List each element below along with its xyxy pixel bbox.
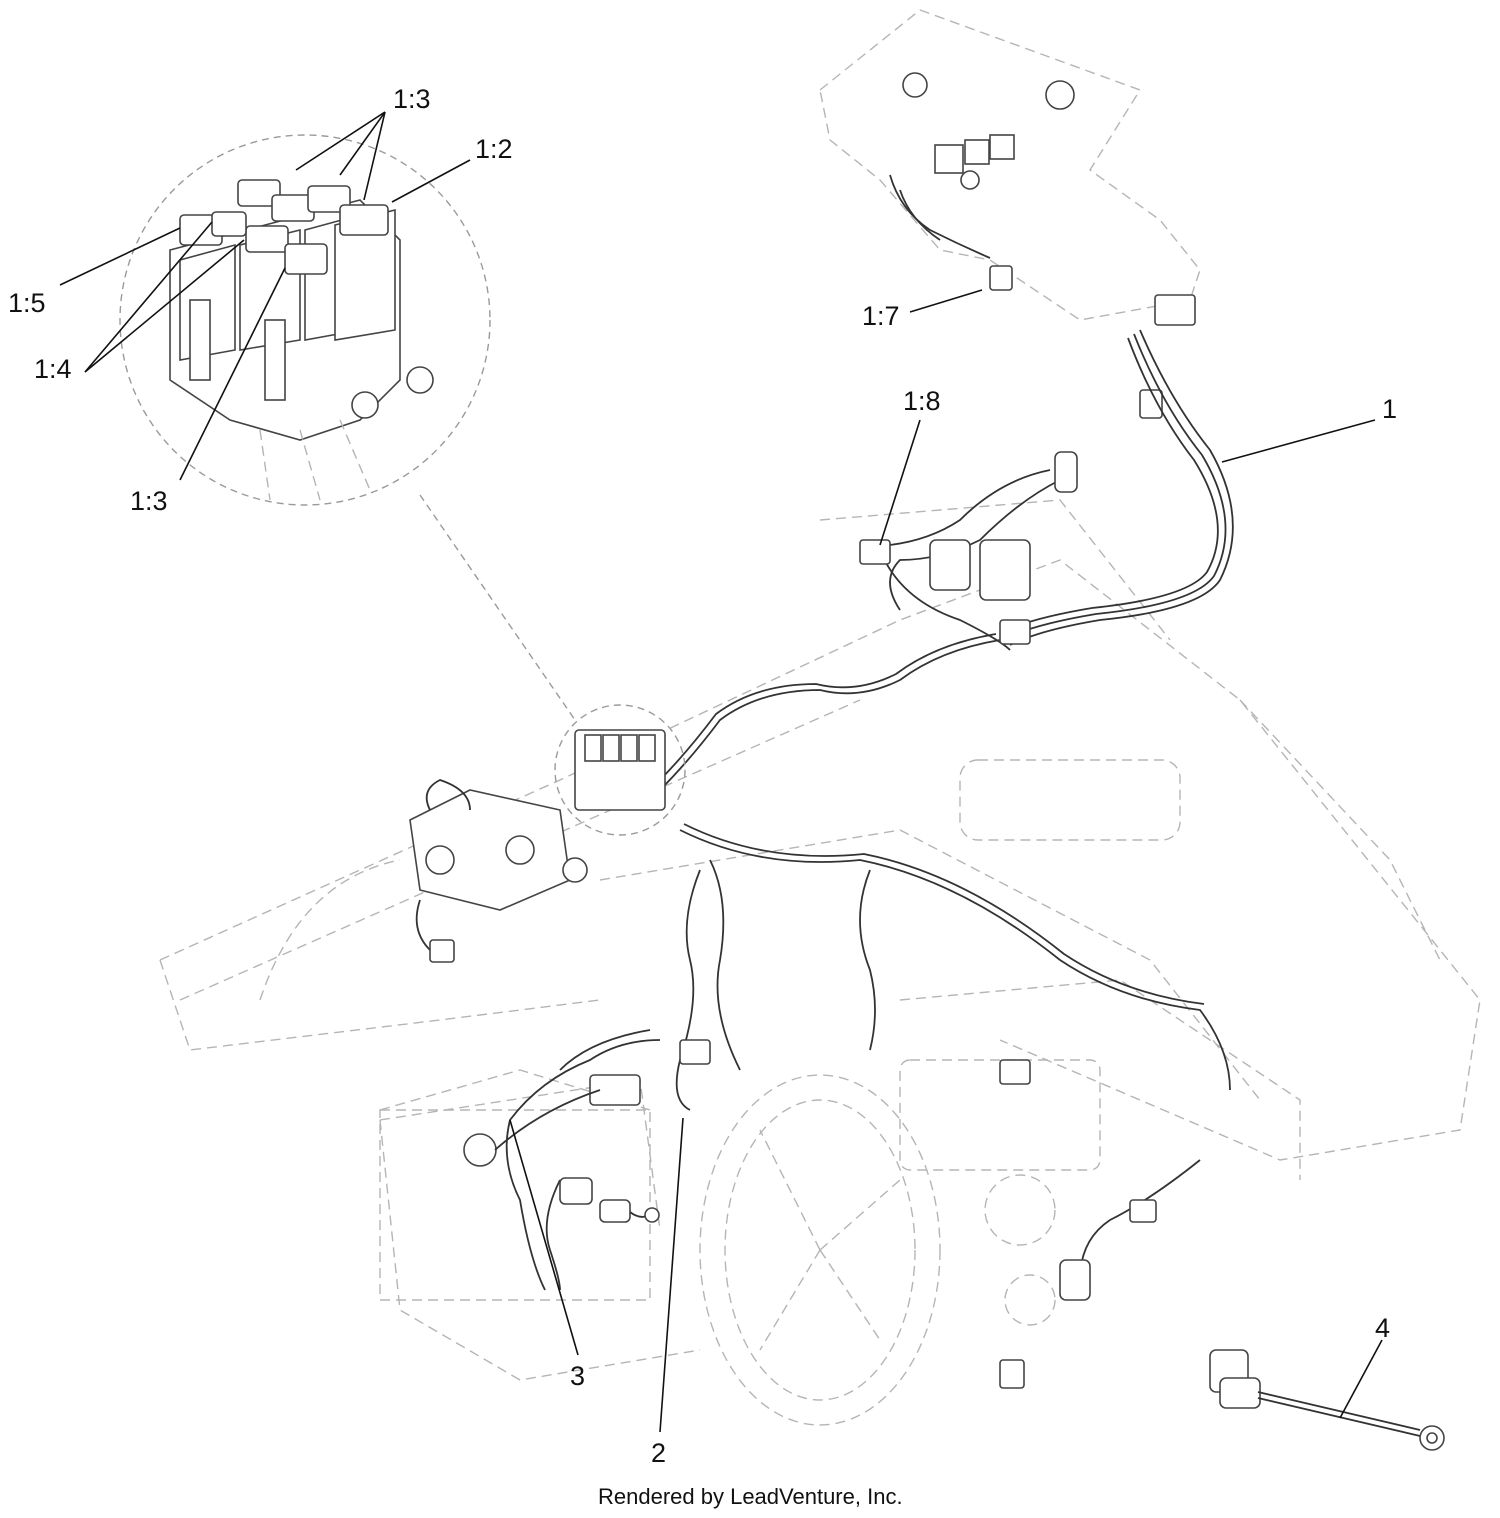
battery-box — [379, 1069, 651, 1301]
harness-part-4 — [1209, 1349, 1445, 1451]
callout-1-5: 1:5 — [8, 288, 46, 318]
relay-block-in-place — [419, 494, 686, 836]
callout-1-3-top: 1:3 — [393, 84, 431, 114]
valve-block — [409, 779, 588, 963]
control-console — [819, 9, 1201, 419]
callout-4: 4 — [1375, 1313, 1390, 1343]
callout-3: 3 — [570, 1361, 585, 1391]
leader-lines — [59, 111, 1383, 1433]
harness-parts-2-3 — [463, 1089, 660, 1223]
callout-1-7: 1:7 — [862, 301, 900, 331]
callout-1-2: 1:2 — [475, 134, 513, 164]
callout-1-3-bottom: 1:3 — [130, 486, 168, 516]
relay-detail-view — [119, 134, 491, 506]
engine-assembly — [699, 759, 1181, 1426]
callout-1-4: 1:4 — [34, 354, 72, 384]
footer-credit: Rendered by LeadVenture, Inc. — [598, 1484, 903, 1509]
callout-2: 2 — [651, 1438, 666, 1468]
callout-labels: 1:3 1:2 1:5 1:4 1:3 1:7 1:8 1 3 2 4 — [8, 84, 1397, 1468]
main-harness — [505, 329, 1234, 1389]
callout-1-8: 1:8 — [903, 386, 941, 416]
callout-1: 1 — [1382, 394, 1397, 424]
chassis-frame — [159, 499, 1481, 1381]
